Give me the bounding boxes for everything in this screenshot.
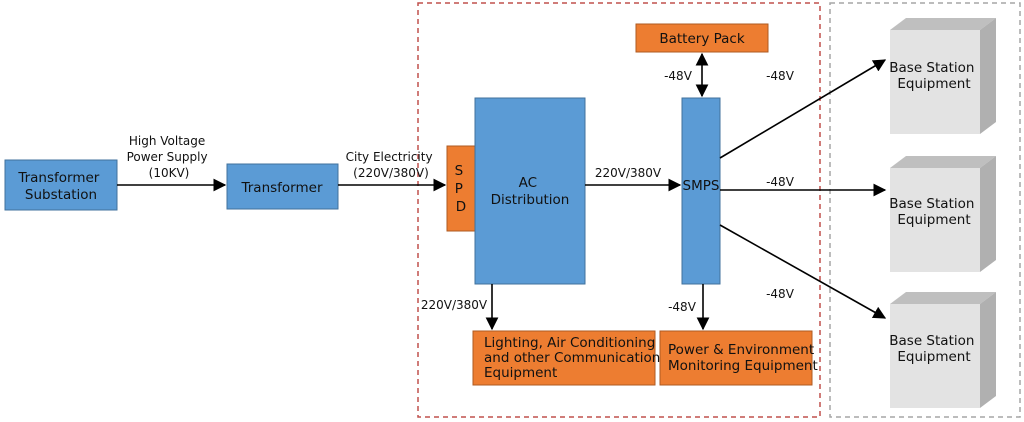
ac-down-voltage-label: 220V/380V	[421, 298, 488, 312]
lighting-line1: Lighting, Air Conditioning	[484, 335, 655, 351]
base-station-2-line1: Base Station	[889, 196, 974, 212]
base-station-1-line2: Equipment	[897, 76, 970, 92]
ac-distribution-box: AC Distribution	[474, 97, 586, 285]
arrow-smps-to-base-1	[719, 59, 887, 159]
lighting-line3: Equipment	[484, 365, 557, 381]
lighting-equipment-box: Lighting, Air Conditioning and other Com…	[472, 330, 665, 386]
smps-label: SMPS	[683, 178, 720, 194]
base-station-3-line2: Equipment	[897, 349, 970, 365]
ac-distribution-line2: Distribution	[491, 192, 570, 208]
transformer-substation-box: Transformer Substation	[4, 159, 118, 211]
svg-text:Base Station Equipment: Base Station Equipment	[889, 333, 978, 365]
smps-box: SMPS	[681, 97, 721, 285]
smps-base-3-voltage-label: -48V	[766, 287, 795, 301]
svg-text:Transformer Substation: Transformer Substation	[17, 170, 103, 203]
power-room-boundary	[417, 2, 821, 418]
monitoring-line1: Power & Environment	[668, 342, 814, 358]
city-electricity-label: City Electricity (220V/380V)	[346, 150, 437, 180]
arrow-smps-to-base-3	[719, 224, 887, 319]
base-station-3-line1: Base Station	[889, 333, 974, 349]
svg-text:AC Distribution: AC Distribution	[491, 175, 570, 208]
spd-letter-s: S	[455, 163, 464, 179]
battery-pack-label: Battery Pack	[659, 31, 744, 47]
svg-text:Base Station Equipment: Base Station Equipment	[889, 60, 978, 92]
high-voltage-label: High Voltage Power Supply (10KV)	[127, 134, 212, 180]
ac-distribution-line1: AC	[519, 175, 537, 191]
spd-letter-p: P	[455, 181, 463, 197]
monitoring-line2: Monitoring Equipment	[668, 358, 818, 374]
base-station-2-line2: Equipment	[897, 212, 970, 228]
monitoring-equipment-box: Power & Environment Monitoring Equipment	[659, 330, 818, 386]
svg-text:S P D: S P D	[455, 163, 468, 215]
smps-base-2-voltage-label: -48V	[766, 175, 795, 189]
transformer-box: Transformer	[226, 163, 339, 210]
base-station-2: Base Station Equipment	[889, 156, 996, 272]
spd-box: S P D	[446, 145, 476, 232]
spd-letter-d: D	[456, 199, 466, 215]
svg-text:Base Station Equipment: Base Station Equipment	[889, 196, 978, 228]
base-station-3: Base Station Equipment	[889, 292, 996, 408]
ac-to-smps-voltage-label: 220V/380V	[595, 166, 662, 180]
svg-text:Lighting, Air Conditioning: Lighting, Air Conditioning and other Com…	[484, 335, 665, 381]
battery-smps-voltage-label: -48V	[664, 69, 693, 83]
transformer-label: Transformer	[240, 180, 322, 196]
smps-down-voltage-label: -48V	[668, 300, 697, 314]
svg-text:Power & Environment Moni: Power & Environment Monitoring Equipment	[668, 342, 818, 374]
transformer-substation-line2: Substation	[25, 187, 97, 203]
lighting-line2: and other Communication	[484, 350, 660, 366]
base-station-1: Base Station Equipment	[889, 18, 996, 134]
smps-base-1-voltage-label: -48V	[766, 69, 795, 83]
base-station-boundary	[829, 2, 1021, 418]
transformer-substation-line1: Transformer	[17, 170, 99, 186]
base-station-1-line1: Base Station	[889, 60, 974, 76]
battery-pack-box: Battery Pack	[635, 23, 769, 53]
